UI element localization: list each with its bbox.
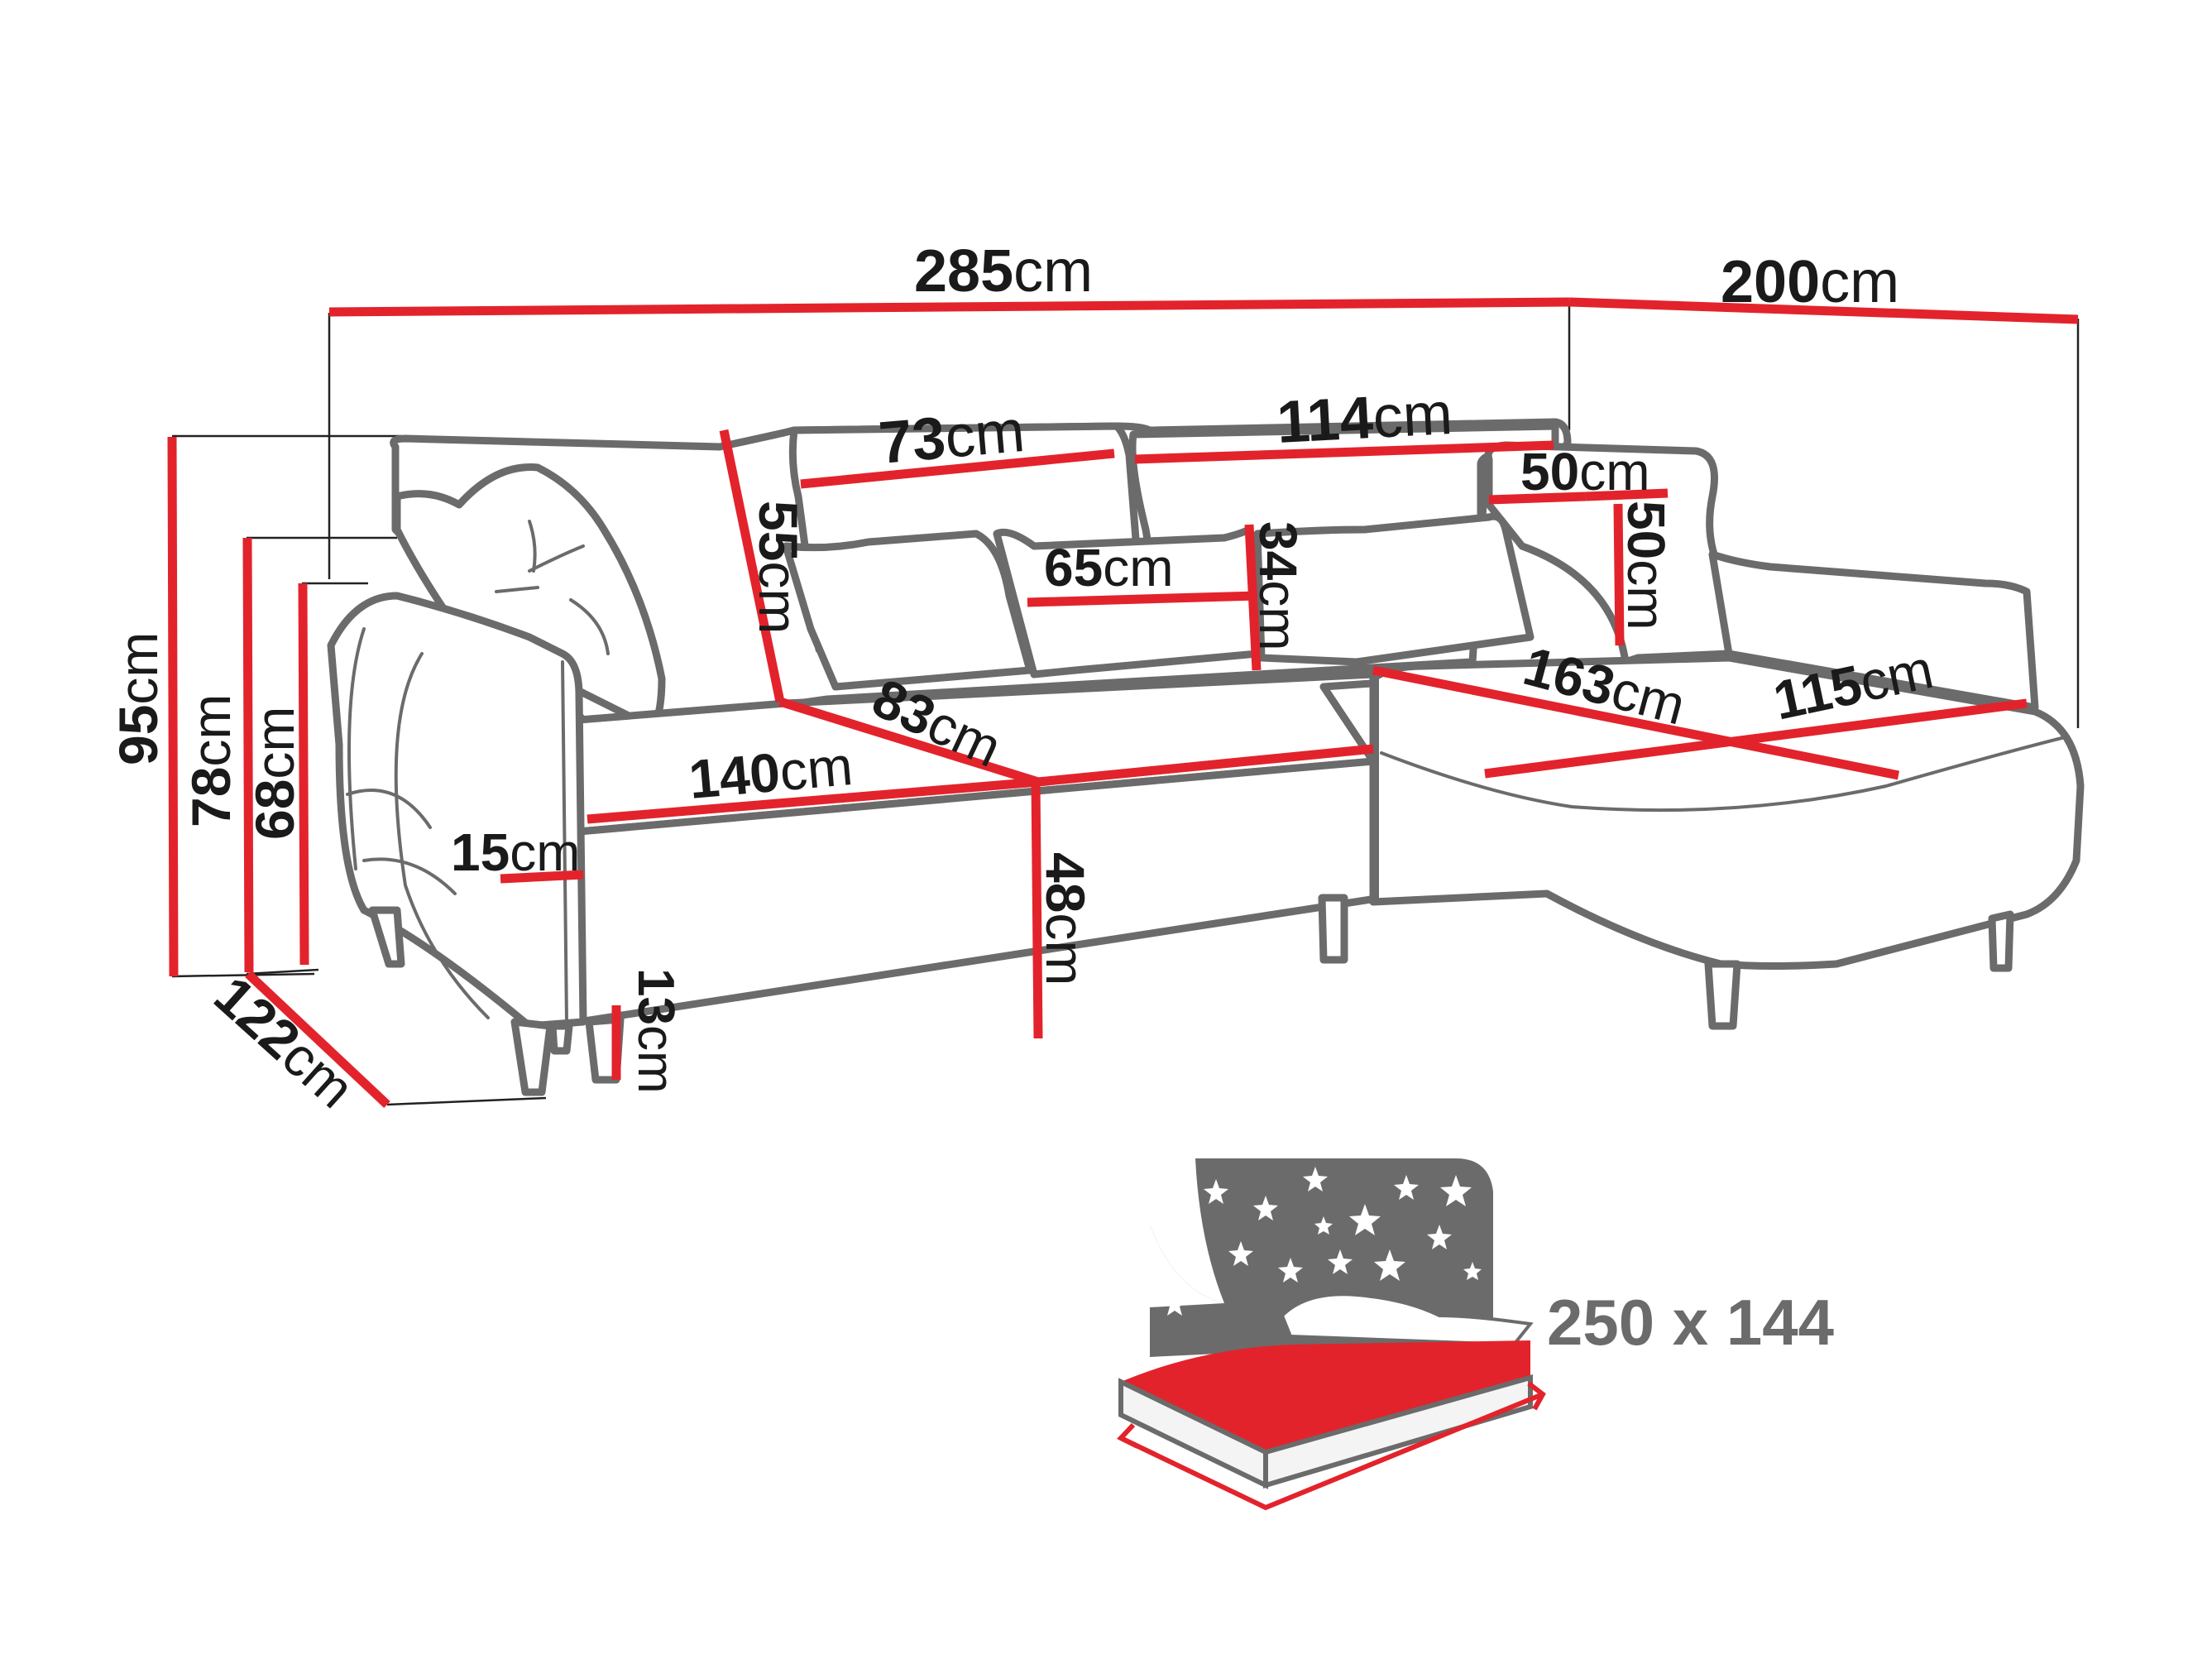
label-lumbar-pillow-height: 34cm bbox=[1248, 521, 1308, 651]
chaise bbox=[1369, 654, 2085, 970]
lumbar-pillow-left bbox=[782, 530, 1034, 691]
label-seat-height: 48cm bbox=[1035, 852, 1096, 985]
label-square-pillow-height: 50cm bbox=[1616, 501, 1676, 631]
label-total-height: 95cm bbox=[108, 632, 169, 765]
bed-with-night-sky-icon bbox=[1117, 1158, 1546, 1511]
label-backrest-height: 55cm bbox=[748, 501, 809, 634]
label-chaise-width: 200cm bbox=[1721, 249, 1899, 315]
leg bbox=[1318, 894, 1348, 964]
leg bbox=[548, 1022, 573, 1055]
label-lumbar-pillow-width: 65cm bbox=[1044, 538, 1174, 597]
chaise-seam bbox=[1380, 735, 2070, 813]
armrest-left bbox=[327, 592, 587, 1030]
label-back-height: 78cm bbox=[180, 694, 242, 827]
chaise-backrest bbox=[1708, 550, 2039, 712]
sleeping-area-label: 250 x 144 bbox=[1547, 1286, 1834, 1359]
leg bbox=[368, 906, 405, 968]
label-seat-width: 140cm bbox=[687, 735, 855, 810]
leg bbox=[510, 1018, 554, 1096]
label-total-depth: 122cm bbox=[203, 964, 366, 1120]
label-armrest-height: 68cm bbox=[244, 707, 305, 840]
label-total-width: 285cm bbox=[914, 238, 1093, 304]
dimension-labels: 285cm 200cm 73cm 114cm 50cm 50cm 55cm 65… bbox=[108, 238, 1938, 1120]
leg bbox=[1988, 910, 2014, 972]
leg bbox=[1704, 960, 1741, 1030]
dimension-lines bbox=[167, 297, 2079, 1109]
label-back-cushion-width: 73cm bbox=[876, 398, 1027, 477]
label-square-pillow-width: 50cm bbox=[1520, 442, 1650, 501]
star-icons bbox=[1162, 1167, 1482, 1316]
label-back-cushion-wide: 114cm bbox=[1276, 381, 1454, 456]
label-armrest-width: 15cm bbox=[451, 822, 581, 882]
label-leg-height: 13cm bbox=[627, 968, 684, 1094]
lumbar-pillow-right bbox=[1253, 512, 1535, 666]
extension-lines bbox=[171, 302, 2080, 1106]
